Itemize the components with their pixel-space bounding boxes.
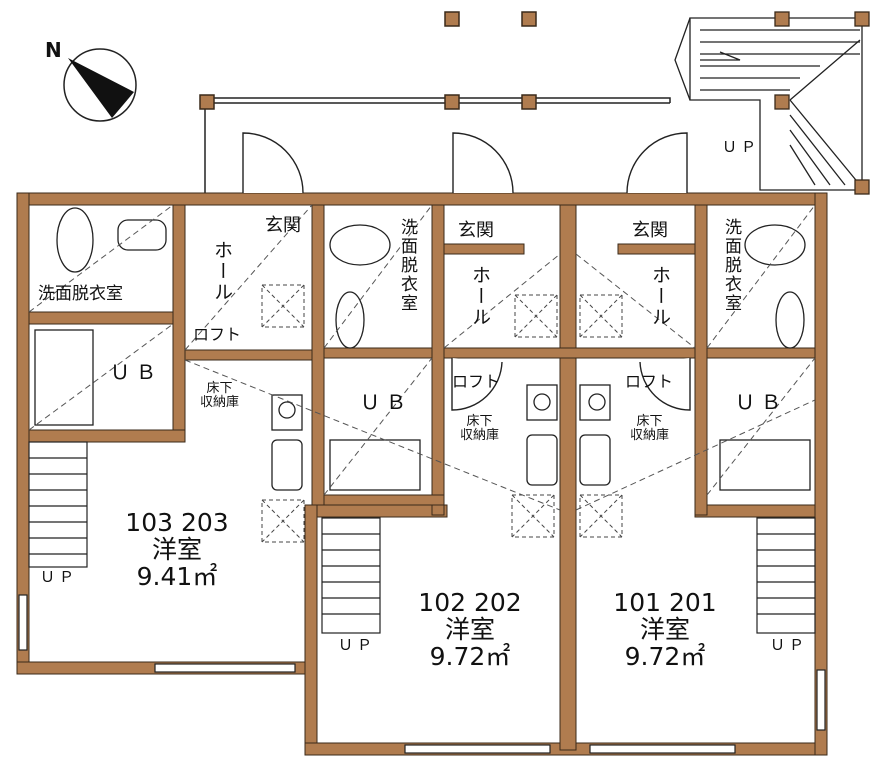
room-type: 洋室 — [444, 615, 495, 644]
ub-label-101: ＵＢ — [735, 390, 787, 414]
storage-line2: 収納庫 — [200, 395, 240, 411]
stair-up-label-102: ＵＰ — [338, 636, 377, 654]
loft-label-103: ロフト — [193, 325, 242, 344]
storage-label-101: 床下 収納庫 — [630, 414, 670, 444]
storage-line1: 床下 — [466, 414, 493, 429]
corridor-balcony — [199, 11, 671, 193]
room-area: 9.41㎡ — [136, 562, 218, 591]
genkan-label-102: 玄関 — [458, 220, 494, 241]
unit-103-label: 103 203 洋室 9.41㎡ — [112, 508, 242, 591]
unit-101-label: 101 201 洋室 9.72㎡ — [600, 588, 730, 671]
room-type: 洋室 — [151, 535, 202, 564]
loft-label-102: ロフト — [452, 372, 501, 391]
loft-label-101: ロフト — [625, 372, 674, 391]
storage-label-102: 床下 収納庫 — [460, 414, 500, 444]
storage-line1: 床下 — [206, 381, 233, 396]
washroom-label-103: 洗面脱衣室 — [38, 284, 123, 304]
windows — [18, 594, 826, 754]
unit-numbers: 102 202 — [418, 588, 522, 617]
fixtures — [34, 207, 811, 491]
storage-label-103: 床下 収納庫 — [200, 381, 240, 411]
doors — [242, 132, 691, 411]
room-area: 9.72㎡ — [624, 642, 706, 671]
unit-numbers: 101 201 — [613, 588, 717, 617]
washroom-label-102: 洗面脱衣室 — [397, 218, 417, 313]
compass-rose — [63, 48, 137, 122]
room-area: 9.72㎡ — [429, 642, 511, 671]
genkan-label-101: 玄関 — [632, 220, 668, 241]
unit-numbers: 103 203 — [125, 508, 229, 537]
compass-north-label: N — [45, 38, 62, 62]
storage-line2: 収納庫 — [460, 428, 500, 444]
loft-dashed-lines — [28, 204, 816, 511]
ub-label-102: ＵＢ — [360, 390, 412, 414]
unit-102-label: 102 202 洋室 9.72㎡ — [405, 588, 535, 671]
outdoor-staircase — [674, 11, 870, 195]
genkan-label-103: 玄関 — [265, 215, 301, 236]
interior-walls — [28, 204, 816, 751]
storage-line1: 床下 — [636, 414, 663, 429]
interior-stairs — [28, 441, 816, 634]
storage-boxes — [261, 284, 623, 543]
stair-up-label-103: ＵＰ — [40, 568, 79, 586]
hall-label-101: ホール — [649, 265, 671, 328]
outdoor-stair-up-label: ＵＰ — [722, 138, 761, 156]
ub-label-103: ＵＢ — [110, 360, 162, 384]
storage-line2: 収納庫 — [630, 428, 670, 444]
hall-label-103: ホール — [211, 240, 233, 303]
washroom-label-101: 洗面脱衣室 — [721, 218, 741, 313]
room-type: 洋室 — [639, 615, 690, 644]
stair-up-label-101: ＵＰ — [770, 636, 809, 654]
hall-label-102: ホール — [469, 265, 491, 328]
